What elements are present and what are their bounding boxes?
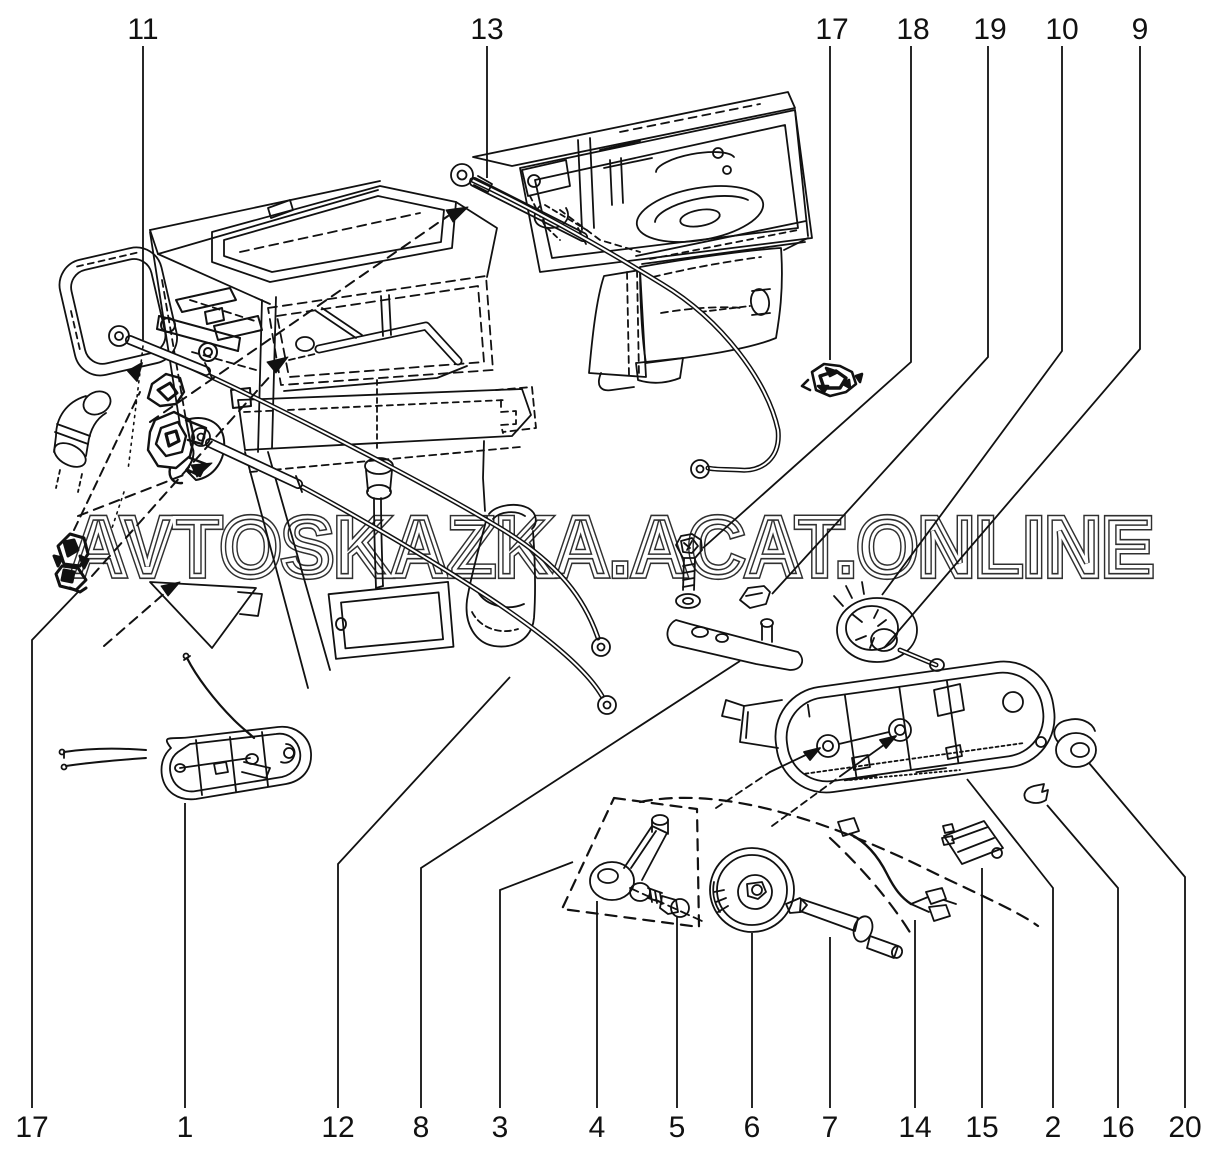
svg-text:16: 16	[1101, 1111, 1134, 1144]
svg-text:2: 2	[1045, 1111, 1062, 1144]
svg-text:20: 20	[1168, 1111, 1201, 1144]
svg-text:5: 5	[669, 1111, 686, 1144]
svg-text:14: 14	[898, 1111, 931, 1144]
svg-text:17: 17	[15, 1111, 48, 1144]
svg-text:19: 19	[973, 13, 1006, 46]
svg-text:12: 12	[321, 1111, 354, 1144]
svg-text:AVTOSKAZKA.ACAT.ONLINE: AVTOSKAZKA.ACAT.ONLINE	[70, 500, 1154, 594]
svg-text:9: 9	[1132, 13, 1149, 46]
svg-text:AVTOSKAZKA.ACAT.ONLINE: AVTOSKAZKA.ACAT.ONLINE	[70, 500, 1154, 594]
svg-text:11: 11	[127, 13, 158, 46]
svg-text:8: 8	[413, 1111, 430, 1144]
svg-text:10: 10	[1045, 13, 1078, 46]
svg-text:1: 1	[177, 1111, 194, 1144]
svg-text:13: 13	[470, 13, 503, 46]
svg-text:7: 7	[822, 1111, 839, 1144]
svg-text:18: 18	[896, 13, 929, 46]
svg-text:3: 3	[492, 1111, 509, 1144]
svg-text:6: 6	[744, 1111, 761, 1144]
svg-text:15: 15	[965, 1111, 998, 1144]
svg-text:17: 17	[815, 13, 848, 46]
svg-text:4: 4	[589, 1111, 606, 1144]
